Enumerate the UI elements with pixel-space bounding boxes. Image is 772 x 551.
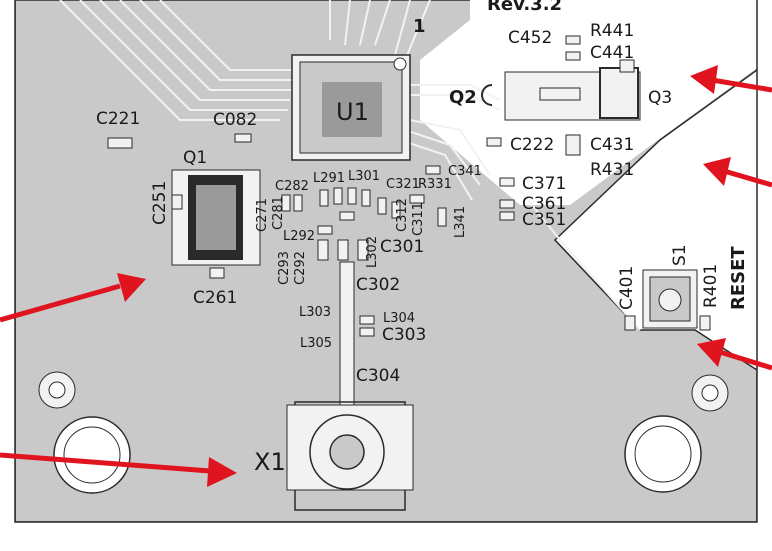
q3-pad bbox=[599, 67, 639, 119]
arrow-top-right bbox=[711, 77, 772, 93]
c251-pad bbox=[171, 194, 183, 210]
c341-label: C341 bbox=[448, 164, 482, 179]
c221-pad bbox=[107, 137, 133, 149]
l292-label: L292 bbox=[283, 229, 315, 244]
l301-label: L301 bbox=[348, 169, 380, 184]
c293-label: C293 bbox=[277, 251, 292, 285]
q2-pad bbox=[539, 87, 581, 101]
x1-label: X1 bbox=[254, 448, 286, 476]
c292-label: C292 bbox=[293, 251, 308, 285]
c302-label: C302 bbox=[356, 275, 400, 295]
r401-label: R401 bbox=[701, 264, 721, 308]
q3-tab bbox=[619, 59, 635, 73]
revision-label: Rev.3.2 bbox=[487, 0, 562, 15]
q2-outline bbox=[481, 84, 493, 106]
q3-label: Q3 bbox=[648, 88, 672, 108]
c282-label: C282 bbox=[275, 179, 309, 194]
c351-label: C351 bbox=[522, 210, 566, 230]
c401-label: C401 bbox=[617, 266, 637, 310]
l341-label: L341 bbox=[453, 206, 468, 238]
c281-label: C281 bbox=[271, 196, 286, 230]
q1-label: Q1 bbox=[183, 148, 207, 168]
c321-label: C321 bbox=[386, 177, 420, 192]
c441-label: C441 bbox=[590, 43, 634, 63]
l305-label: L305 bbox=[300, 336, 332, 351]
c311-label: C311 bbox=[411, 202, 426, 236]
c261-label: C261 bbox=[193, 288, 237, 308]
c371-label: C371 bbox=[522, 174, 566, 194]
r431-label: R431 bbox=[590, 160, 634, 180]
r441-label: R441 bbox=[590, 21, 634, 41]
c431-pad bbox=[565, 134, 581, 156]
mounting-hole-left-drill bbox=[48, 381, 66, 399]
c222-label: C222 bbox=[510, 135, 554, 155]
c082-pad bbox=[234, 133, 252, 143]
arrow-left-lower bbox=[0, 452, 211, 474]
annotation-arrows bbox=[0, 65, 772, 487]
c082-label: C082 bbox=[213, 110, 257, 130]
c401-pad bbox=[624, 315, 636, 331]
u1-thermal-pad bbox=[322, 82, 382, 137]
c452-pad bbox=[565, 35, 581, 45]
u1-pin1-marker bbox=[393, 57, 407, 71]
c431-label: C431 bbox=[590, 135, 634, 155]
c221-label: C221 bbox=[96, 109, 140, 129]
c271-label: C271 bbox=[255, 198, 270, 232]
l304-label: L304 bbox=[383, 311, 415, 326]
u1-label: U1 bbox=[336, 98, 369, 126]
large-hole-left-inner bbox=[63, 426, 121, 484]
reset-label: RESET bbox=[728, 246, 749, 310]
r331-label: R331 bbox=[418, 177, 452, 192]
l302-label: L302 bbox=[365, 236, 380, 268]
x1-pin bbox=[329, 434, 365, 470]
c261-pad bbox=[209, 267, 225, 279]
c303-label: C303 bbox=[382, 325, 426, 345]
q2-label: Q2 bbox=[449, 87, 477, 108]
l303-label: L303 bbox=[299, 305, 331, 320]
c301-label: C301 bbox=[380, 237, 424, 257]
l291-label: L291 bbox=[313, 171, 345, 186]
board-outline bbox=[14, 0, 758, 523]
c312-label: C312 bbox=[395, 198, 410, 232]
arrow-middle-right bbox=[723, 168, 772, 188]
pin1-label: 1 bbox=[413, 16, 426, 37]
c441-pad bbox=[565, 51, 581, 61]
c452-label: C452 bbox=[508, 28, 552, 48]
mounting-hole-right-drill bbox=[701, 384, 719, 402]
trace-bundle bbox=[59, 0, 641, 331]
arrow-bottom-right bbox=[719, 349, 772, 371]
r401-pad bbox=[699, 315, 711, 331]
s1-label: S1 bbox=[670, 244, 690, 266]
arrow-left-upper bbox=[0, 283, 121, 323]
large-hole-right-inner bbox=[634, 425, 692, 483]
c304-label: C304 bbox=[356, 366, 400, 386]
c361-label: C361 bbox=[522, 194, 566, 214]
q1-inner bbox=[196, 185, 236, 250]
s1-button bbox=[658, 288, 682, 312]
c251-label: C251 bbox=[150, 181, 170, 225]
